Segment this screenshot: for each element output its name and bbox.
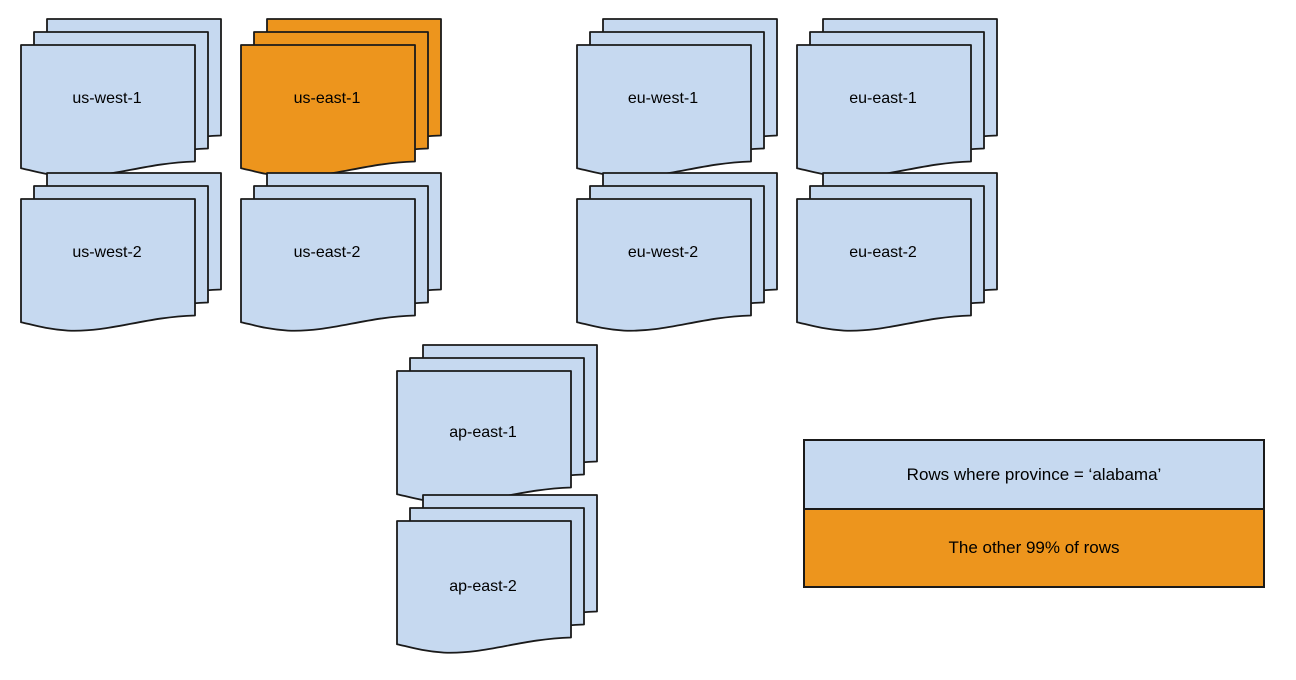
page-layer: [396, 520, 572, 654]
stack-shape: [20, 18, 222, 178]
stack-shape: [396, 344, 598, 504]
region-stack-eu-west-2[interactable]: eu-west-2: [576, 172, 778, 352]
legend-row-alabama-rows: Rows where province = ‘alabama’: [805, 441, 1263, 510]
region-stack-us-east-2[interactable]: us-east-2: [240, 172, 442, 352]
page-layer: [240, 44, 416, 178]
region-stack-ap-east-2[interactable]: ap-east-2: [396, 494, 598, 674]
page-layer: [396, 370, 572, 504]
stack-shape: [396, 494, 598, 654]
page-layer: [576, 198, 752, 332]
legend-label: Rows where province = ‘alabama’: [906, 464, 1162, 484]
stack-shape: [240, 172, 442, 332]
stack-shape: [796, 172, 998, 332]
legend: Rows where province = ‘alabama’ The other…: [803, 439, 1265, 588]
stack-shape: [240, 18, 442, 178]
page-layer: [796, 44, 972, 178]
region-stack-ap-east-1[interactable]: ap-east-1: [396, 344, 598, 524]
legend-row-other-rows: The other 99% of rows: [805, 510, 1263, 586]
page-layer: [20, 198, 196, 332]
page-layer: [240, 198, 416, 332]
region-stack-eu-west-1[interactable]: eu-west-1: [576, 18, 778, 198]
stack-shape: [576, 172, 778, 332]
stack-shape: [20, 172, 222, 332]
region-stack-us-east-1[interactable]: us-east-1: [240, 18, 442, 198]
region-stack-us-west-2[interactable]: us-west-2: [20, 172, 222, 352]
page-layer: [576, 44, 752, 178]
region-stack-eu-east-2[interactable]: eu-east-2: [796, 172, 998, 352]
page-layer: [20, 44, 196, 178]
region-stack-us-west-1[interactable]: us-west-1: [20, 18, 222, 198]
legend-label: The other 99% of rows: [948, 538, 1120, 557]
page-layer: [796, 198, 972, 332]
stack-shape: [576, 18, 778, 178]
region-stack-eu-east-1[interactable]: eu-east-1: [796, 18, 998, 198]
stack-shape: [796, 18, 998, 178]
